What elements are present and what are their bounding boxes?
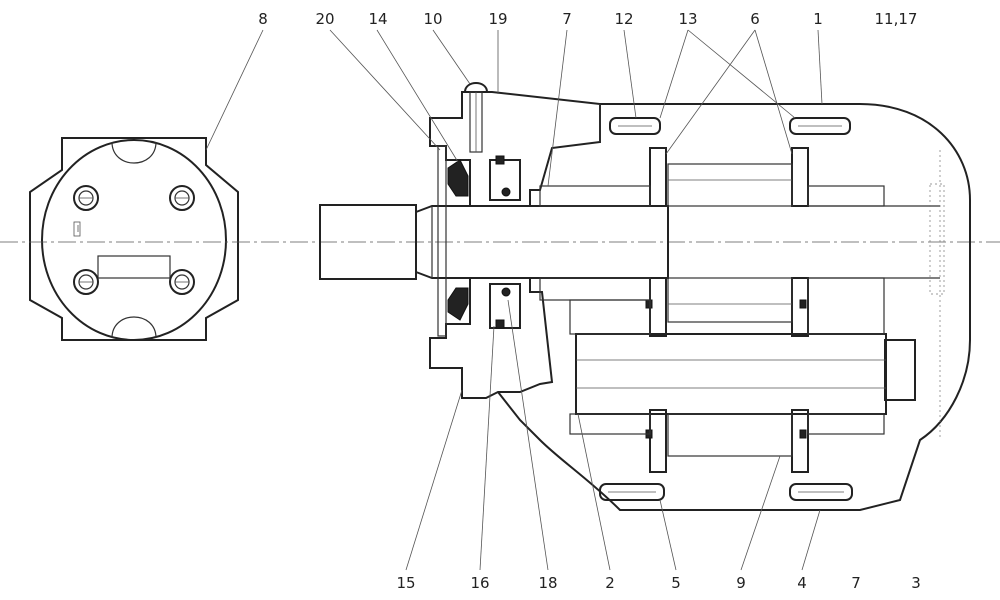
callout-3: 3 bbox=[911, 574, 921, 592]
bolt-top-right bbox=[169, 185, 195, 211]
pump-housing bbox=[497, 103, 971, 511]
cover-screw bbox=[464, 82, 488, 153]
callout-2: 2 bbox=[605, 574, 615, 592]
callouts-bottom: 15 16 18 2 5 9 4 7 3 bbox=[396, 574, 920, 592]
callout-7-top: 7 bbox=[562, 10, 572, 28]
callout-20: 20 bbox=[315, 10, 334, 28]
callout-6: 6 bbox=[750, 10, 760, 28]
dowel-pins bbox=[599, 117, 853, 501]
drive-shaft bbox=[319, 183, 945, 295]
bearing-plates bbox=[645, 147, 809, 473]
callout-16: 16 bbox=[470, 574, 489, 592]
bearing bbox=[489, 155, 521, 329]
callout-10: 10 bbox=[423, 10, 442, 28]
bolt-bottom-right bbox=[169, 269, 195, 295]
bolt-top-left bbox=[73, 185, 99, 211]
callout-5: 5 bbox=[671, 574, 681, 592]
callout-1: 1 bbox=[813, 10, 823, 28]
end-view-flange bbox=[29, 137, 239, 341]
callout-13: 13 bbox=[678, 10, 697, 28]
bushings bbox=[539, 185, 885, 435]
callouts-top: 8 20 14 10 19 7 12 13 6 1 11,17 bbox=[258, 10, 917, 28]
callout-12: 12 bbox=[614, 10, 633, 28]
leader-lines bbox=[205, 29, 823, 571]
callout-11-17: 11,17 bbox=[875, 10, 918, 28]
callout-7-bottom: 7 bbox=[851, 574, 861, 592]
driven-gear bbox=[575, 333, 887, 457]
callout-14: 14 bbox=[368, 10, 387, 28]
end-view-bolts bbox=[73, 185, 195, 295]
drive-gear bbox=[667, 163, 793, 323]
callout-9: 9 bbox=[736, 574, 746, 592]
callout-19: 19 bbox=[488, 10, 507, 28]
callout-4: 4 bbox=[797, 574, 807, 592]
callout-18: 18 bbox=[538, 574, 557, 592]
callout-8: 8 bbox=[258, 10, 268, 28]
front-cover bbox=[429, 91, 601, 399]
callout-15: 15 bbox=[396, 574, 415, 592]
shaft-seal bbox=[447, 159, 469, 321]
bolt-bottom-left bbox=[73, 269, 99, 295]
